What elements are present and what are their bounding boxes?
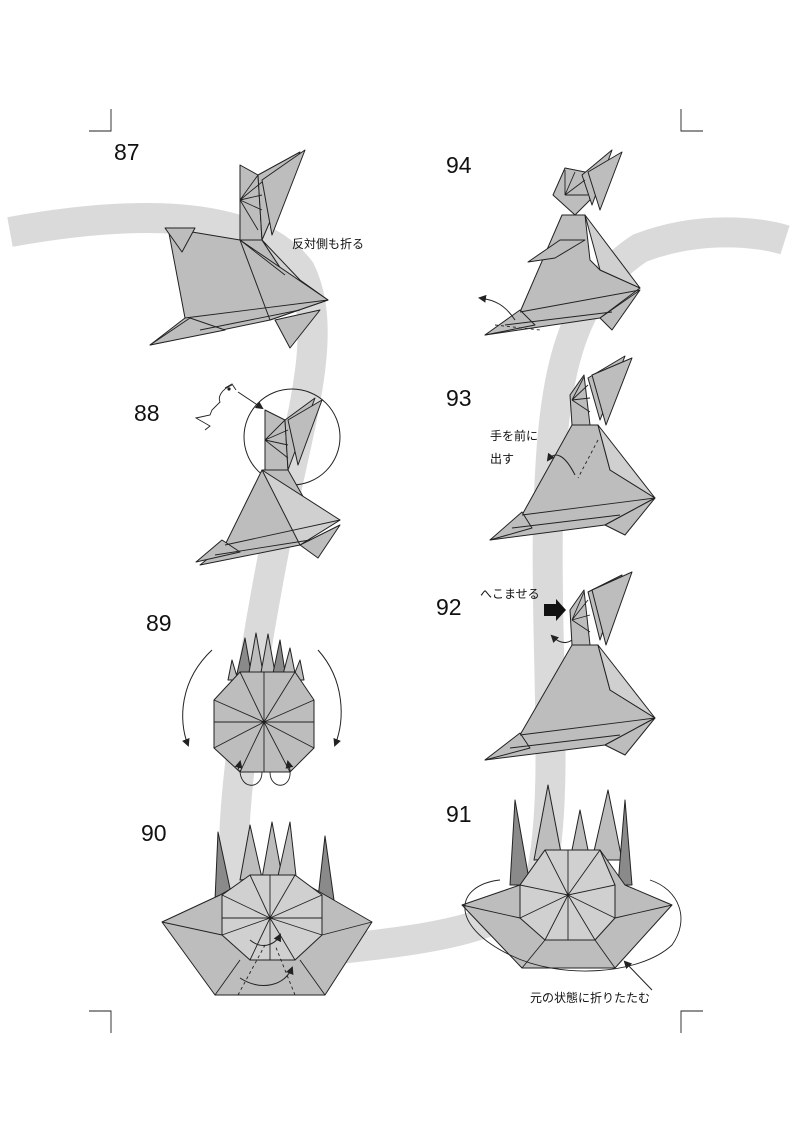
step-93-number: 93 [446, 385, 472, 411]
step-93-note-line2: 出す [490, 452, 514, 466]
step-94-figure [478, 149, 641, 336]
push-arrow-icon [544, 599, 566, 621]
step-91-number: 91 [446, 801, 472, 827]
crop-marks [89, 109, 703, 1033]
step-91-note: 元の状態に折りたたむ [530, 990, 650, 1005]
step-89-figure [182, 632, 342, 786]
step-87-figure [149, 149, 329, 349]
step-93-figure [489, 355, 656, 541]
step-88-figure [194, 383, 341, 566]
step-87-number: 87 [114, 139, 140, 165]
step-92-note: へこませる [480, 587, 540, 601]
step-88-number: 88 [134, 400, 160, 426]
flow-band [7, 203, 790, 967]
step-87-note: 反対側も折る [292, 236, 364, 251]
step-90-number: 90 [141, 820, 167, 846]
step-94-number: 94 [446, 152, 472, 178]
step-92-figure [484, 571, 656, 761]
step-92-number: 92 [436, 594, 462, 620]
step-93-note-line1: 手を前に [490, 428, 538, 443]
step-91-figure [461, 784, 682, 991]
step-90-figure [161, 821, 373, 996]
step-89-number: 89 [146, 610, 172, 636]
